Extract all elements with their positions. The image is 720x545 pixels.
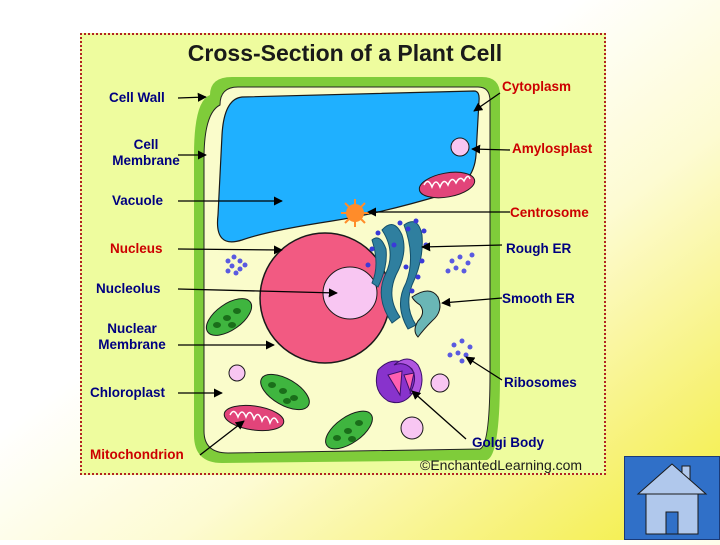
smooth-er bbox=[411, 290, 441, 338]
diagram-panel: Cross-Section of a Plant Cell bbox=[80, 33, 606, 475]
ribosome-cluster bbox=[225, 254, 248, 276]
label-cell-wall: Cell Wall bbox=[109, 90, 165, 105]
chloroplast bbox=[325, 410, 373, 450]
label-mitochondrion: Mitochondrion bbox=[90, 447, 184, 462]
centrosome bbox=[341, 199, 369, 227]
chloroplast bbox=[260, 373, 310, 411]
label-nucleus: Nucleus bbox=[110, 241, 163, 256]
vesicle bbox=[400, 416, 424, 440]
label-golgi-body: Golgi Body bbox=[472, 435, 544, 450]
plant-cell-diagram bbox=[177, 77, 511, 463]
home-icon bbox=[623, 455, 720, 541]
label-cell-membrane: Cell Membrane bbox=[106, 137, 186, 169]
label-smooth-er: Smooth ER bbox=[502, 291, 575, 306]
vacuole bbox=[216, 90, 480, 243]
label-cell-membrane-line1: Cell bbox=[133, 137, 159, 152]
label-nuclear-membrane-line2: Membrane bbox=[98, 337, 166, 352]
chloroplast bbox=[205, 298, 253, 336]
label-ribosomes: Ribosomes bbox=[504, 375, 577, 390]
label-nuclear-membrane-line1: Nuclear bbox=[107, 321, 157, 336]
vesicle bbox=[430, 373, 450, 393]
label-chloroplast: Chloroplast bbox=[90, 385, 166, 400]
label-cell-membrane-line2: Membrane bbox=[112, 153, 180, 168]
diagram-title: Cross-Section of a Plant Cell bbox=[187, 40, 503, 66]
copyright-text: ©EnchantedLearning.com bbox=[420, 457, 583, 473]
rough-er bbox=[371, 221, 423, 330]
label-cytoplasm: Cytoplasm bbox=[502, 79, 572, 94]
label-centrosome: Centrosome bbox=[510, 205, 589, 220]
label-rough-er: Rough ER bbox=[506, 241, 572, 256]
label-nuclear-membrane: Nuclear Membrane bbox=[96, 321, 168, 353]
amyloplast bbox=[450, 137, 470, 157]
label-amylosplast: Amylosplast bbox=[512, 141, 593, 156]
vesicle bbox=[228, 364, 246, 382]
home-button[interactable] bbox=[623, 455, 720, 541]
label-vacuole: Vacuole bbox=[112, 193, 164, 208]
label-nucleolus: Nucleolus bbox=[96, 281, 161, 296]
ribosome-cluster bbox=[447, 338, 473, 364]
mitochondrion bbox=[418, 171, 476, 199]
label-arrows bbox=[177, 92, 511, 456]
ribosome-cluster bbox=[445, 252, 475, 274]
